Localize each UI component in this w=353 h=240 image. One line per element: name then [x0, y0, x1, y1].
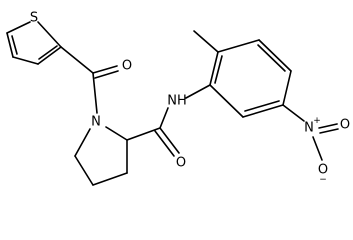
bond-nh-aryl — [185, 84, 211, 99]
atom-n-pyrrolidine: N — [91, 115, 101, 130]
bond-carbonyl-o-double — [94, 70, 119, 79]
bond-amide-c-o — [159, 127, 180, 154]
bond-c2-n — [105, 126, 128, 141]
methyl-bond — [193, 30, 219, 53]
bond-s-c5 — [6, 21, 31, 34]
bond-c5-c4 — [6, 32, 14, 58]
atom-o-nitro-charge: − — [319, 175, 327, 185]
bond-nitro-n-o-bottom — [312, 136, 323, 161]
bond-c5-c6 — [242, 104, 284, 118]
bond-amide-c-o-double — [154, 130, 175, 157]
atom-nh: NH — [167, 94, 187, 109]
atom-s: S — [30, 11, 38, 26]
bond-c6-c1 — [209, 84, 244, 118]
bond-c4-c3 — [12, 56, 39, 65]
bond-c4-c5 — [282, 70, 292, 106]
bond-c2-carbonyl — [60, 46, 94, 74]
bond-ring-nitro-n — [282, 104, 305, 122]
bond-c5-c4 — [74, 155, 94, 186]
atom-o-nitro-top: O — [340, 118, 350, 133]
atom-o-carbonyl: O — [122, 59, 132, 74]
bond-nitro-n-o-top-double — [319, 128, 339, 134]
atom-n-nitro-charge: + — [313, 116, 321, 126]
carbonyl-linker — [60, 46, 119, 114]
atom-o-nitro-bottom: O — [318, 163, 328, 178]
atom-o-amide: O — [176, 156, 186, 171]
bond-nitro-n-o-top — [318, 123, 338, 129]
bond-amide-c-nh — [159, 107, 169, 129]
bond-c3-c4 — [258, 39, 292, 72]
bond-c5-c6-double — [244, 100, 280, 112]
bond-c2-amide-c — [126, 127, 161, 141]
bond-carbonyl-n — [92, 72, 98, 114]
bond-carbonyl-o — [92, 65, 118, 74]
bond-c5-c4-double — [11, 35, 18, 55]
bond-c3-c2 — [37, 46, 62, 65]
bond-c3-c4-double — [257, 44, 286, 72]
amide-group — [126, 84, 211, 157]
bond-c3-c2-double — [38, 45, 58, 60]
bond-c1-c2-double — [214, 55, 223, 84]
bond-c4-c3 — [92, 172, 128, 186]
thiophene-ring — [6, 21, 62, 65]
nitro-group — [282, 104, 339, 161]
bond-n-c5 — [74, 128, 91, 157]
atom-n-nitro: N — [304, 121, 314, 136]
bond-c1-c2 — [209, 51, 219, 86]
bond-s-c2 — [37, 21, 62, 48]
benzene-ring — [209, 39, 292, 118]
pyrrolidine-ring — [74, 126, 128, 186]
bond-c2-c3 — [217, 39, 260, 53]
molecule-diagram: S O N NH O N + O O − — [6, 11, 350, 186]
